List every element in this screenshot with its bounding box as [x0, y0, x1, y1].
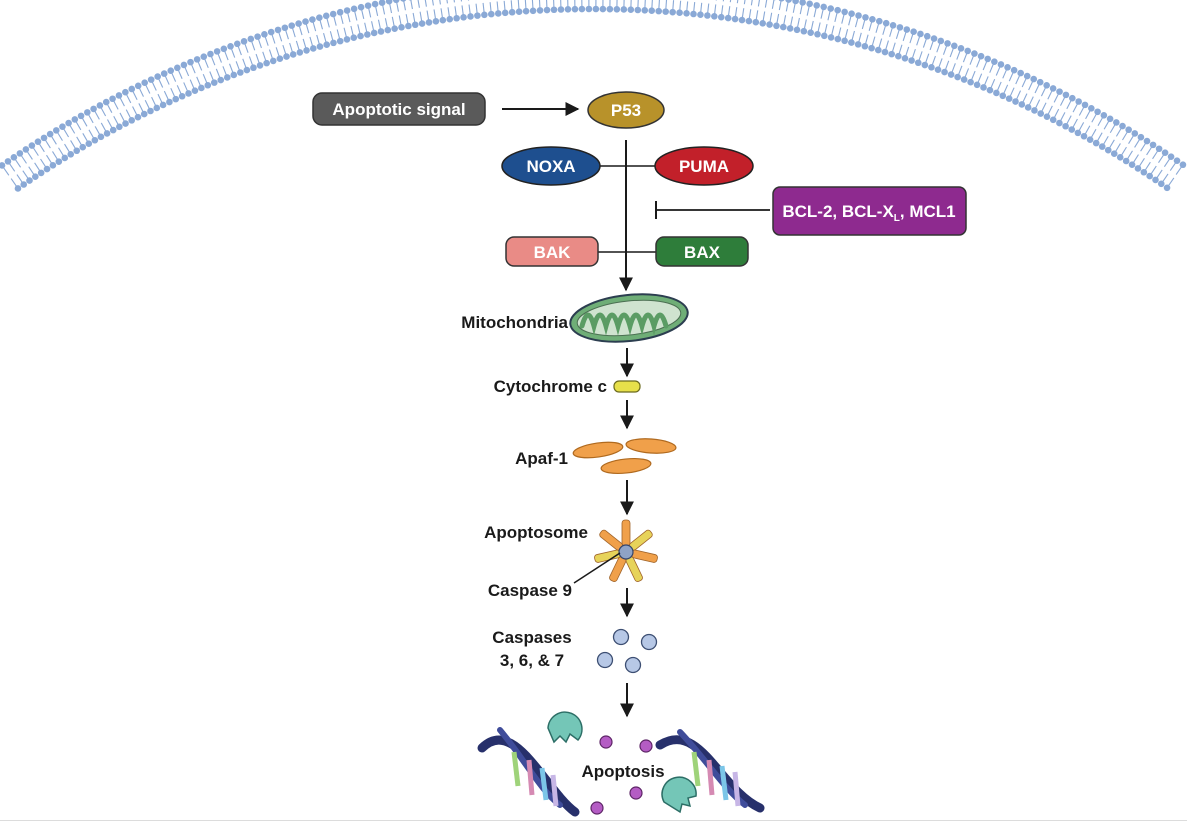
cytochrome-icon: [613, 380, 641, 393]
dna-fragment-left-icon: [477, 727, 580, 817]
noxa-ellipse: [501, 146, 601, 186]
apoptotic-signal-label: Apoptotic signal: [332, 100, 465, 119]
apaf1-label: Apaf-1: [515, 449, 568, 468]
bcl2-family-box: [772, 186, 967, 236]
mitochondria-label: Mitochondria: [461, 313, 568, 332]
bak-label: BAK: [534, 243, 572, 262]
p53-label: P53: [611, 101, 641, 120]
bcl2-family-label-sub: L: [894, 213, 900, 224]
puma-node: PUMA: [654, 146, 754, 186]
noxa-label: NOXA: [526, 157, 575, 176]
cell-membrane: [0, 0, 1187, 192]
apoptosis-label: Apoptosis: [581, 762, 664, 781]
bax-box: [655, 236, 749, 267]
p53-ellipse: [587, 91, 665, 129]
apaf1-icon: [572, 438, 677, 475]
bax-label: BAX: [684, 243, 721, 262]
nuclease-bottom-icon: [661, 776, 697, 814]
executioner-caspases-icon: [596, 628, 658, 674]
bottom-border: [0, 820, 1187, 821]
bak-node: BAK: [505, 236, 599, 267]
nuclease-top-icon: [547, 711, 583, 744]
noxa-node: NOXA: [501, 146, 601, 186]
apoptosome-label: Apoptosome: [484, 523, 588, 542]
cytochrome-label: Cytochrome c: [494, 377, 607, 396]
caspase9-pointer: [573, 552, 621, 584]
p53-node: P53: [587, 91, 665, 129]
bcl2-family-label: BCL-2, BCL-XL, MCL1: [782, 202, 955, 224]
bcl2-family-node: BCL-2, BCL-XL, MCL1: [772, 186, 967, 236]
puma-ellipse: [654, 146, 754, 186]
bax-node: BAX: [655, 236, 749, 267]
bak-box: [505, 236, 599, 267]
bcl2-family-label-tail: , MCL1: [900, 202, 956, 221]
apoptotic-particles-icon: [590, 735, 653, 815]
apoptotic-signal-box: [312, 92, 486, 126]
caspases-label-line1: Caspases: [492, 628, 571, 647]
dna-fragment-right-icon: [655, 729, 765, 813]
caspase9-label: Caspase 9: [488, 581, 572, 600]
apoptosome-icon: [594, 519, 658, 582]
apoptotic-signal-node: Apoptotic signal: [312, 92, 486, 126]
mitochondria-icon: [569, 293, 689, 343]
puma-label: PUMA: [679, 157, 729, 176]
caspases-label-line2: 3, 6, & 7: [500, 651, 564, 670]
bcl2-family-label-main: BCL-2, BCL-X: [782, 202, 894, 221]
